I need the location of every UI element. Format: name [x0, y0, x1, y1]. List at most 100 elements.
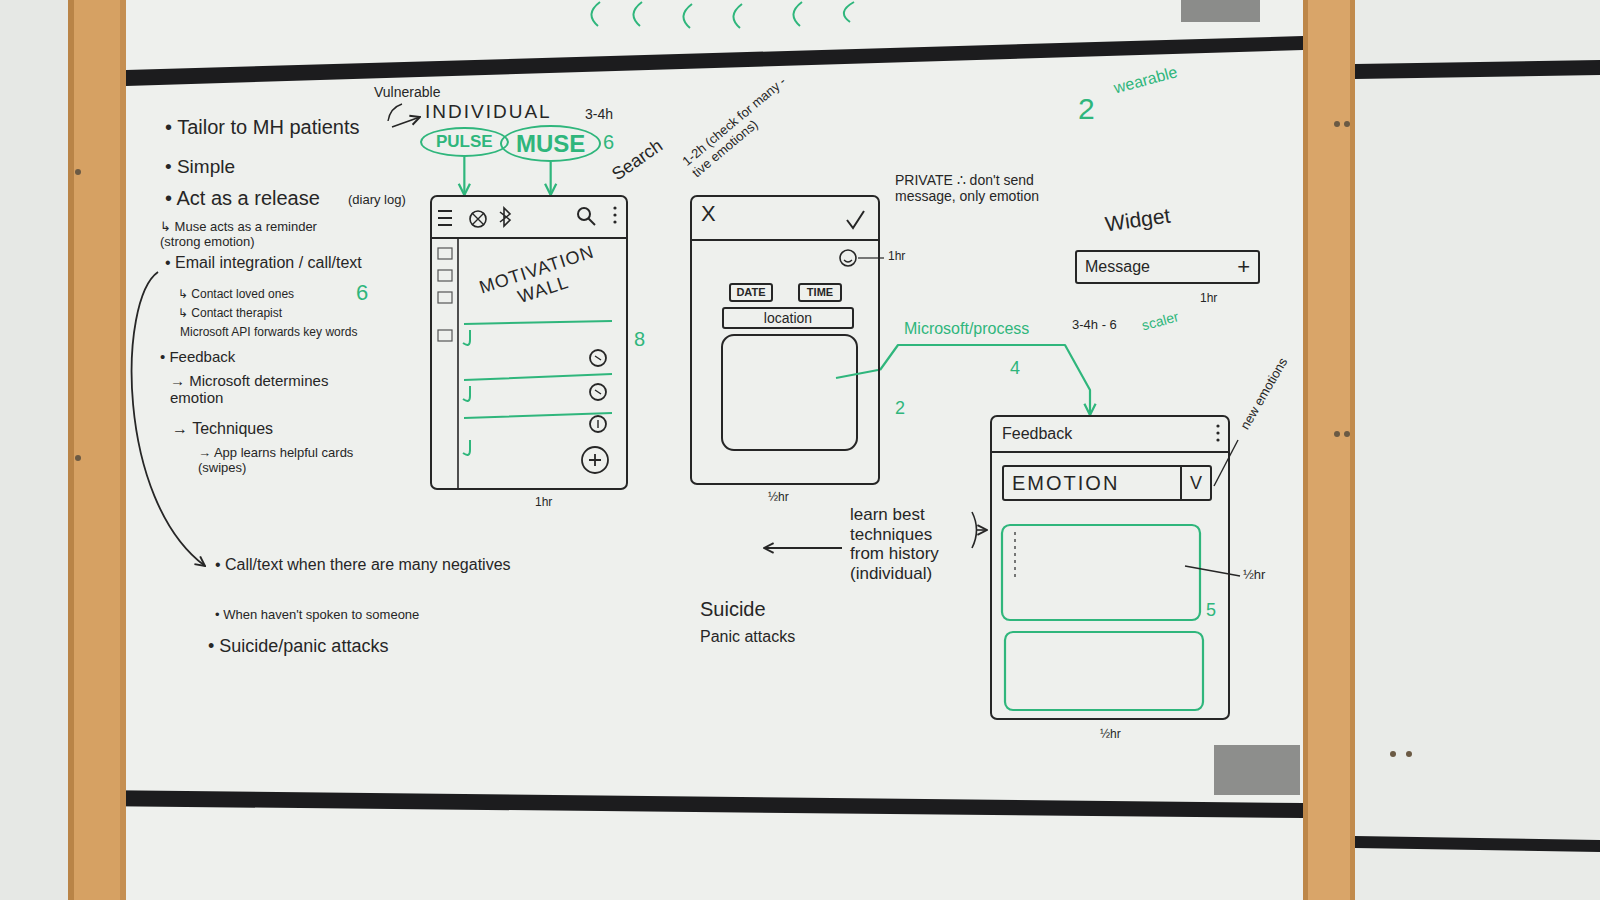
note-text: 1-2h (check for many -tive emotions)	[680, 68, 806, 181]
note-text: Vulnerable	[374, 84, 440, 100]
callout-number: 4	[1010, 358, 1020, 379]
close-icon: X	[701, 201, 716, 226]
app-header-line	[432, 237, 626, 239]
heading-text: INDIVIDUAL	[425, 101, 552, 123]
note-text: • Act as a release	[165, 187, 320, 210]
technique-card	[1005, 632, 1203, 710]
callout-number: 6	[356, 280, 368, 305]
screw	[1344, 431, 1350, 437]
screw	[1390, 751, 1396, 757]
time-estimate: ½hr	[1100, 728, 1121, 742]
note-text: Suicide	[700, 598, 766, 621]
note-text: • Feedback	[160, 348, 235, 365]
marker-rail	[1355, 60, 1600, 79]
bluetooth-icon	[500, 208, 510, 226]
flow-arrow	[463, 157, 465, 195]
sidebar-icon	[438, 270, 452, 281]
note-text: Microsoft API forwards key words	[180, 326, 357, 340]
list-row-line	[464, 321, 612, 418]
sidebar-icon	[438, 292, 452, 303]
note-text: PRIVATE ∴ don't send message, only emoti…	[895, 172, 1070, 204]
note-text: • Suicide/panic attacks	[208, 636, 388, 657]
note-text: ↳ Muse acts as a reminder (strong emotio…	[160, 220, 360, 250]
wood-post-edge	[120, 0, 126, 900]
smiley-icon	[840, 250, 856, 266]
menu-dots	[613, 220, 616, 223]
callout-number: 8	[634, 328, 645, 351]
sticker	[1181, 0, 1260, 22]
callout-number: 6	[603, 131, 614, 154]
form-field: TIME	[798, 283, 842, 302]
screw	[75, 455, 81, 461]
callout-number: 2	[1078, 92, 1095, 127]
screw	[1344, 121, 1350, 127]
dropdown-arrow: V	[1180, 467, 1206, 499]
menu-dots	[1216, 424, 1219, 427]
device-name: MUSE	[516, 130, 585, 158]
cursor-line	[1014, 532, 1015, 580]
field-label: location	[764, 310, 812, 326]
mood-mark	[463, 330, 470, 455]
wood-post-edge	[1303, 0, 1308, 900]
note-text: new emotions	[1238, 356, 1291, 433]
check-mark	[847, 211, 864, 228]
dropdown-text: EMOTION	[1012, 472, 1119, 495]
device-oval: MUSE	[500, 125, 601, 162]
note-text: scaler	[1140, 308, 1180, 333]
device-oval: PULSE	[420, 127, 509, 157]
wood-post	[1303, 0, 1355, 900]
screw	[1406, 751, 1412, 757]
note-text: ↳ Contact loved ones	[178, 288, 294, 302]
marker-rail	[1355, 836, 1600, 852]
leader-arrow	[764, 547, 842, 549]
whiteboard	[1355, 0, 1600, 900]
sidebar-icon	[438, 330, 452, 341]
note-text: • Email integration / call/text	[165, 254, 362, 272]
edge-label: Microsoft/process	[902, 320, 1031, 338]
logo-icon	[472, 213, 484, 225]
screen-title: MOTIVATION WALL	[475, 241, 606, 319]
callout-number: 5	[1206, 600, 1216, 621]
menu-dots	[1216, 431, 1219, 434]
leader-line	[388, 104, 402, 121]
flow-arrow	[880, 345, 1090, 415]
wood-post-edge	[1350, 0, 1355, 900]
add-button	[589, 454, 601, 466]
input-text: Message	[1085, 258, 1150, 276]
logo-icon	[470, 211, 486, 227]
note-text: → Microsoft determines emotion	[170, 372, 370, 407]
time-estimate: 3-4h	[585, 106, 613, 122]
app-header-line	[692, 239, 878, 241]
flow-line	[836, 370, 878, 378]
dropdown-box: EMOTION V	[1002, 465, 1212, 501]
note-text: • When haven't spoken to someone	[215, 608, 419, 623]
menu-dots	[613, 213, 616, 216]
wood-post	[68, 0, 126, 900]
screw	[1334, 431, 1340, 437]
emotion-icon	[595, 356, 601, 428]
field-label: TIME	[807, 286, 833, 299]
sidebar-icon	[438, 248, 452, 259]
note-text: • Call/text when there are many negative…	[215, 556, 545, 574]
whiteboard	[126, 0, 1303, 900]
bracket	[972, 512, 977, 548]
sticker	[1214, 745, 1300, 795]
note-text: ↳ Contact therapist	[178, 307, 282, 321]
screen-title: Feedback	[1002, 425, 1072, 443]
leader-line	[1185, 566, 1240, 576]
note-text: • Tailor to MH patients	[165, 116, 360, 139]
form-field: location	[722, 307, 854, 329]
note-text: Search	[608, 135, 667, 185]
add-icon: +	[1237, 254, 1250, 279]
widget-heading: Widget	[1104, 204, 1172, 237]
field-label: DATE	[736, 286, 765, 299]
screw	[75, 169, 81, 175]
callout-number: 2	[895, 398, 905, 419]
form-field: DATE	[729, 283, 773, 302]
menu-dots	[613, 206, 616, 209]
time-estimate: 1hr	[1200, 292, 1217, 306]
sidebar-line	[457, 238, 459, 488]
time-estimate: 1hr	[888, 250, 905, 264]
